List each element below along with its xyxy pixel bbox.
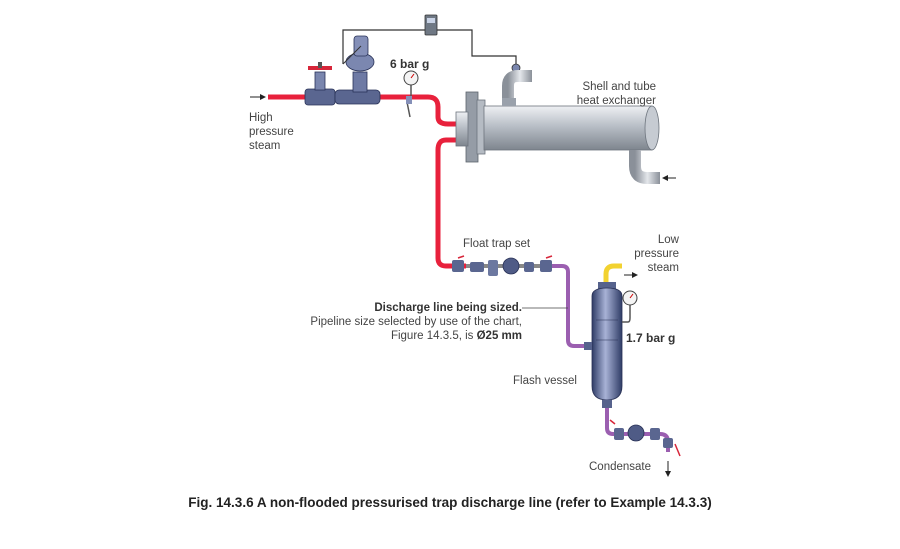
upstream-pressure-label: 6 bar g — [390, 57, 430, 71]
low-pressure-line-1: Low — [657, 234, 679, 246]
heat-exchanger-line-2: heat exchanger — [576, 95, 656, 107]
stop-valve-icon — [304, 62, 336, 106]
heat-exchanger — [455, 70, 660, 184]
condensate-label: Condensate — [589, 461, 652, 473]
low-pressure-line-3: steam — [647, 262, 679, 274]
float-trap-label: Float trap set — [463, 238, 531, 250]
discharge-note-title: Discharge line being sized. — [374, 302, 522, 314]
control-loop — [342, 29, 517, 66]
low-pressure-label: Low pressure steam — [600, 233, 679, 275]
control-valve-icon — [334, 35, 381, 105]
flash-vessel — [584, 282, 623, 408]
low-pressure-arrow-icon — [624, 272, 638, 278]
heat-exchanger-line-1: Shell and tube — [582, 81, 656, 93]
float-trap-set-icon — [452, 255, 560, 276]
high-pressure-line-1: High — [249, 112, 273, 124]
low-pressure-line-2: pressure — [634, 248, 679, 260]
discharge-note-line-1: Pipeline size selected by use of the cha… — [310, 316, 522, 328]
flash-vessel-label: Flash vessel — [513, 375, 577, 387]
flash-pressure-label: 1.7 bar g — [626, 331, 676, 345]
flash-pressure-gauge-icon — [622, 290, 638, 323]
discharge-note: Discharge line being sized. Pipeline siz… — [250, 301, 522, 343]
sensor-icon — [406, 96, 412, 118]
inlet-arrow-icon — [250, 94, 266, 100]
secondary-inlet-arrow-icon — [662, 175, 676, 181]
discharge-note-line-2: Figure 14.3.5, is Ø25 mm — [250, 329, 522, 343]
condensate-arrow-icon — [665, 461, 671, 477]
pressure-gauge-icon — [403, 70, 419, 97]
high-pressure-line-3: steam — [249, 140, 281, 152]
heat-exchanger-label: Shell and tube heat exchanger — [555, 80, 656, 108]
discharge-pipe — [552, 264, 584, 348]
condensate-outlet-pipe — [435, 137, 466, 269]
low-pressure-pipe — [603, 263, 622, 282]
discharge-size: Ø25 mm — [476, 330, 522, 342]
high-pressure-line-2: pressure — [249, 126, 294, 138]
controller-icon — [424, 14, 438, 36]
discharge-figure-ref: Figure 14.3.5, is — [390, 330, 477, 342]
high-pressure-label: High pressure steam — [249, 111, 294, 153]
condensate-trap-icon — [609, 419, 681, 457]
figure-caption: Fig. 14.3.6 A non-flooded pressurised tr… — [188, 495, 712, 510]
high-pressure-pipe — [268, 94, 460, 127]
